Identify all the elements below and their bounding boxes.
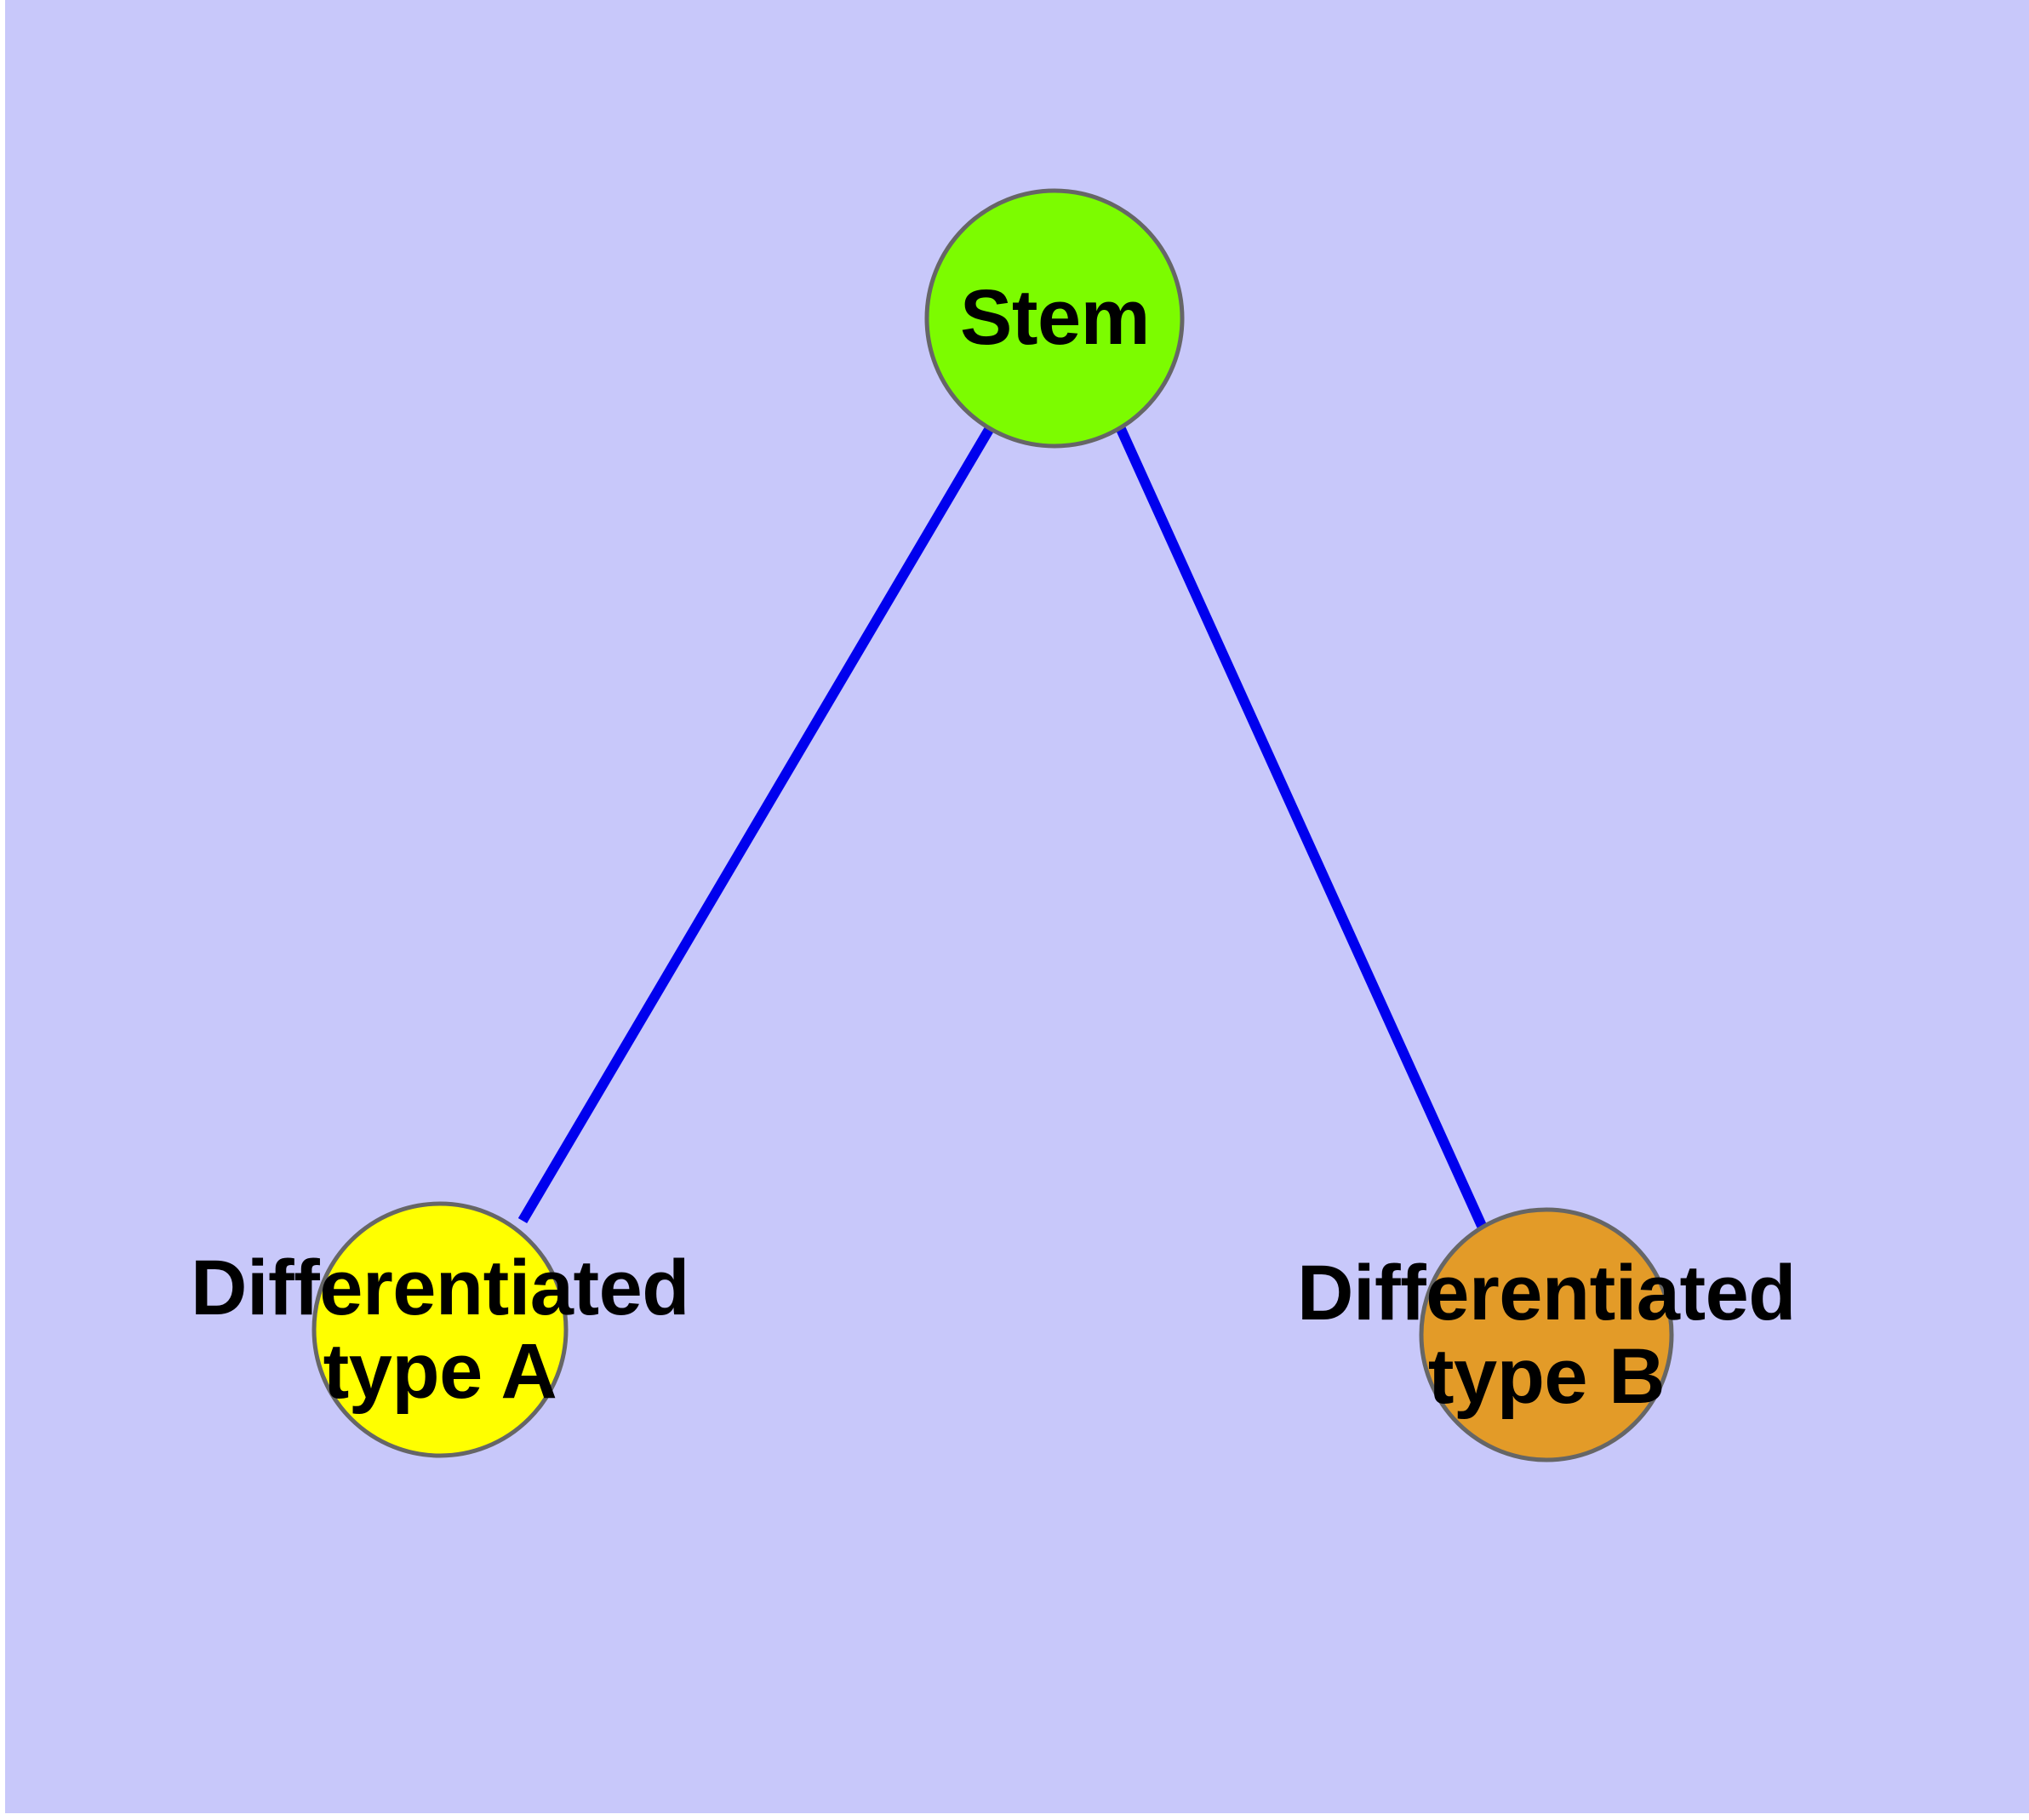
node-layer <box>311 188 1674 1462</box>
graph-edge[interactable] <box>1116 426 1487 1228</box>
graph-node-diff_a[interactable] <box>311 1201 569 1458</box>
edge-layer <box>517 425 1487 1228</box>
graph-node-diff_b[interactable] <box>1419 1207 1674 1462</box>
graph-node-stem[interactable] <box>924 188 1185 449</box>
graph-edge[interactable] <box>517 425 995 1224</box>
